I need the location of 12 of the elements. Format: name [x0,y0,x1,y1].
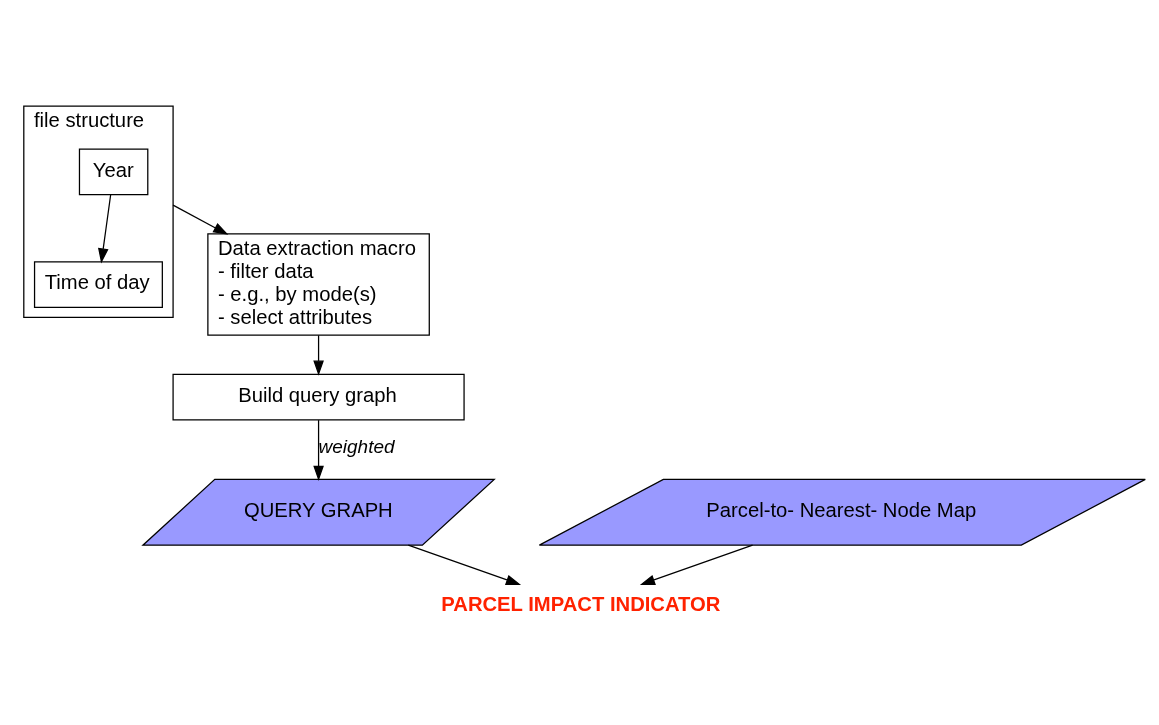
node-box: Build query graph [172,373,465,421]
arrow [639,544,754,585]
arrow [313,419,324,481]
node-text: PARCEL IMPACT INDICATOR [441,592,721,615]
edge-label: weighted [318,435,395,457]
node-box: Time of day [33,260,163,308]
arrow [98,193,112,263]
node-box: Data extraction macro - filter data - e.g., by mode(s) - select attributes [207,232,430,336]
node-box: Year [78,148,149,195]
arrow [313,334,324,376]
arrow [407,544,522,585]
arrow [172,204,229,235]
